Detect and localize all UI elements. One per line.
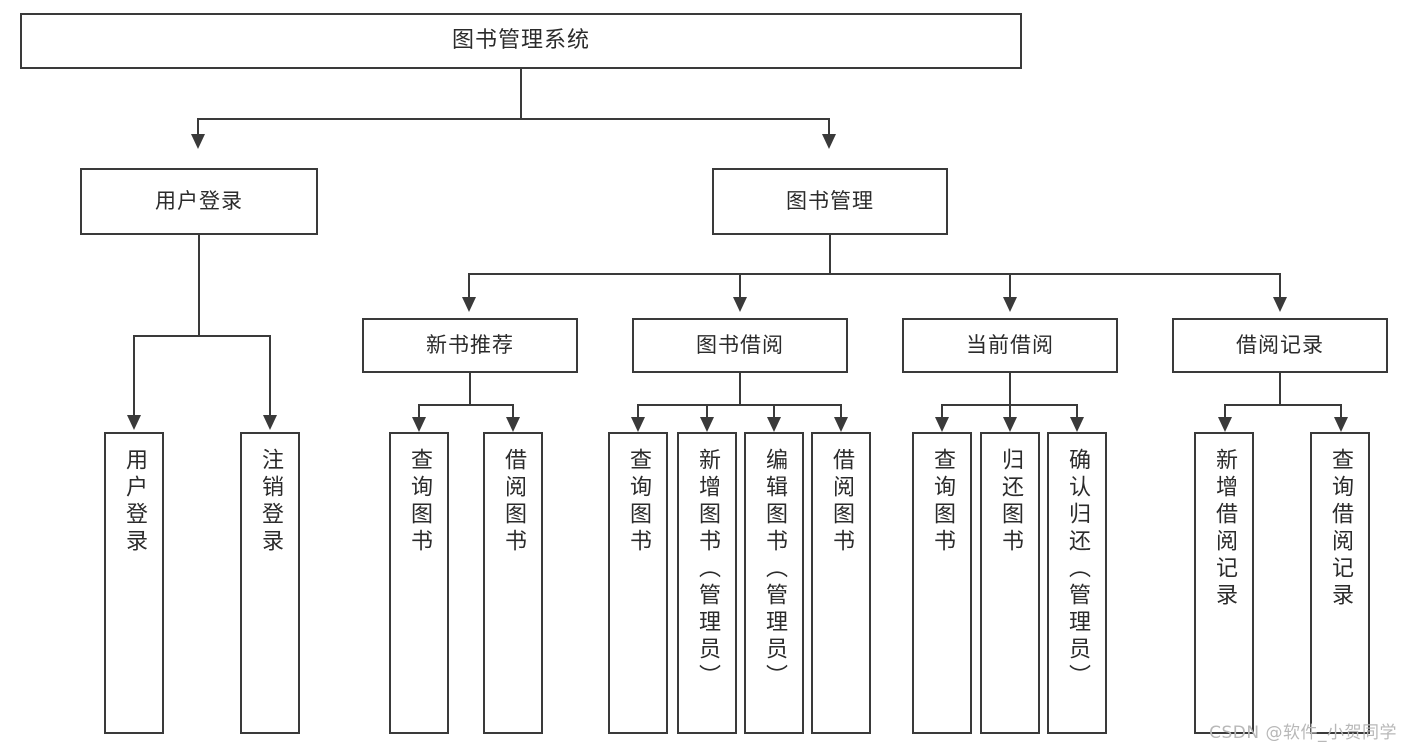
node-label: 归还图书 [997, 448, 1023, 556]
arrow-currentborrow-leaf3 [1069, 417, 1084, 432]
node-label: 图书管理系统 [451, 28, 590, 54]
node-label: 借阅图书 [828, 448, 854, 556]
leaf-edit-book-admin[interactable]: 编辑图书（管理员） [744, 432, 804, 734]
connector-root-to-user-login [197, 118, 200, 135]
arrow-root-to-book-management [821, 134, 836, 149]
node-label: 新增图书（管理员） [694, 448, 720, 691]
node-borrow-record[interactable]: 借阅记录 [1172, 318, 1388, 373]
leaf-logout[interactable]: 注销登录 [240, 432, 300, 734]
arrow-user-login-leaf2 [262, 415, 277, 430]
node-label: 注销登录 [257, 448, 283, 556]
arrow-bm-to-new-book [461, 297, 476, 312]
node-book-management[interactable]: 图书管理 [712, 168, 948, 235]
connector-bm-to-borrow-record [1279, 273, 1282, 298]
leaf-query-book-borrow[interactable]: 查询图书 [608, 432, 668, 734]
arrow-bookborrow-leaf1 [630, 417, 645, 432]
arrow-bm-to-book-borrow [732, 297, 747, 312]
arrow-user-login-leaf1 [126, 415, 141, 430]
leaf-return-book[interactable]: 归还图书 [980, 432, 1040, 734]
node-label: 用户登录 [121, 448, 147, 556]
connector-borrowrecord-bar [1224, 404, 1341, 407]
arrow-bm-to-current-borrow [1002, 297, 1017, 312]
connector-bookborrow-leaf4 [840, 404, 843, 419]
node-label: 编辑图书（管理员） [761, 448, 787, 691]
connector-book-management-bar [468, 273, 1280, 276]
arrow-newbook-leaf1 [411, 417, 426, 432]
arrow-bookborrow-leaf4 [833, 417, 848, 432]
connector-bookborrow-stem [739, 373, 742, 406]
connector-book-management-stem [829, 235, 832, 275]
connector-root-bar [197, 118, 828, 121]
connector-currentborrow-stem [1009, 373, 1012, 406]
connector-bm-to-current-borrow [1009, 273, 1012, 298]
connector-borrowrecord-leaf2 [1340, 404, 1343, 419]
leaf-query-book-recommend[interactable]: 查询图书 [389, 432, 449, 734]
arrow-bm-to-borrow-record [1272, 297, 1287, 312]
node-root-book-management-system[interactable]: 图书管理系统 [20, 13, 1022, 69]
leaf-query-book-current[interactable]: 查询图书 [912, 432, 972, 734]
arrow-bookborrow-leaf2 [699, 417, 714, 432]
connector-bm-to-book-borrow [739, 273, 742, 298]
leaf-borrow-book[interactable]: 借阅图书 [811, 432, 871, 734]
connector-borrowrecord-stem [1279, 373, 1282, 406]
node-label: 查询借阅记录 [1327, 448, 1353, 610]
connector-user-login-leaf2 [269, 335, 272, 416]
node-user-login[interactable]: 用户登录 [80, 168, 318, 235]
node-label: 当前借阅 [966, 333, 1054, 358]
connector-bookborrow-bar [637, 404, 842, 407]
node-book-borrow[interactable]: 图书借阅 [632, 318, 848, 373]
connector-newbook-leaf1 [418, 404, 421, 419]
connector-user-login-stem [198, 235, 201, 336]
connector-newbook-leaf2 [512, 404, 515, 419]
node-label: 借阅图书 [500, 448, 526, 556]
arrow-root-to-user-login [190, 134, 205, 149]
connector-newbook-bar [418, 404, 513, 407]
connector-root-to-book-management [828, 118, 831, 135]
arrow-borrowrecord-leaf1 [1217, 417, 1232, 432]
node-label: 用户登录 [155, 189, 243, 214]
leaf-query-borrow-record[interactable]: 查询借阅记录 [1310, 432, 1370, 734]
leaf-user-login[interactable]: 用户登录 [104, 432, 164, 734]
leaf-add-borrow-record[interactable]: 新增借阅记录 [1194, 432, 1254, 734]
node-new-book-recommend[interactable]: 新书推荐 [362, 318, 578, 373]
arrow-borrowrecord-leaf2 [1333, 417, 1348, 432]
node-label: 图书管理 [786, 189, 874, 214]
connector-user-login-leaf1 [133, 335, 136, 416]
arrow-currentborrow-leaf2 [1002, 417, 1017, 432]
connector-user-login-bar [133, 335, 271, 338]
connector-borrowrecord-leaf1 [1224, 404, 1227, 419]
connector-bm-to-new-book [468, 273, 471, 298]
node-label: 借阅记录 [1236, 333, 1324, 358]
connector-currentborrow-leaf1 [941, 404, 944, 419]
node-label: 确认归还（管理员） [1064, 448, 1090, 691]
arrow-bookborrow-leaf3 [766, 417, 781, 432]
connector-bookborrow-leaf3 [773, 404, 776, 419]
connector-currentborrow-leaf3 [1076, 404, 1079, 419]
leaf-borrow-book-recommend[interactable]: 借阅图书 [483, 432, 543, 734]
node-label: 新增借阅记录 [1211, 448, 1237, 610]
node-label: 新书推荐 [426, 333, 514, 358]
connector-bookborrow-leaf2 [706, 404, 709, 419]
node-label: 查询图书 [929, 448, 955, 556]
node-label: 图书借阅 [696, 333, 784, 358]
leaf-add-book-admin[interactable]: 新增图书（管理员） [677, 432, 737, 734]
watermark-text: CSDN @软件_小贺同学 [1209, 723, 1397, 743]
arrow-currentborrow-leaf1 [934, 417, 949, 432]
connector-root-stem [520, 69, 523, 119]
arrow-newbook-leaf2 [505, 417, 520, 432]
node-current-borrow[interactable]: 当前借阅 [902, 318, 1118, 373]
connector-currentborrow-leaf2 [1009, 404, 1012, 419]
connector-newbook-stem [469, 373, 472, 406]
connector-bookborrow-leaf1 [637, 404, 640, 419]
leaf-confirm-return-admin[interactable]: 确认归还（管理员） [1047, 432, 1107, 734]
node-label: 查询图书 [406, 448, 432, 556]
node-label: 查询图书 [625, 448, 651, 556]
